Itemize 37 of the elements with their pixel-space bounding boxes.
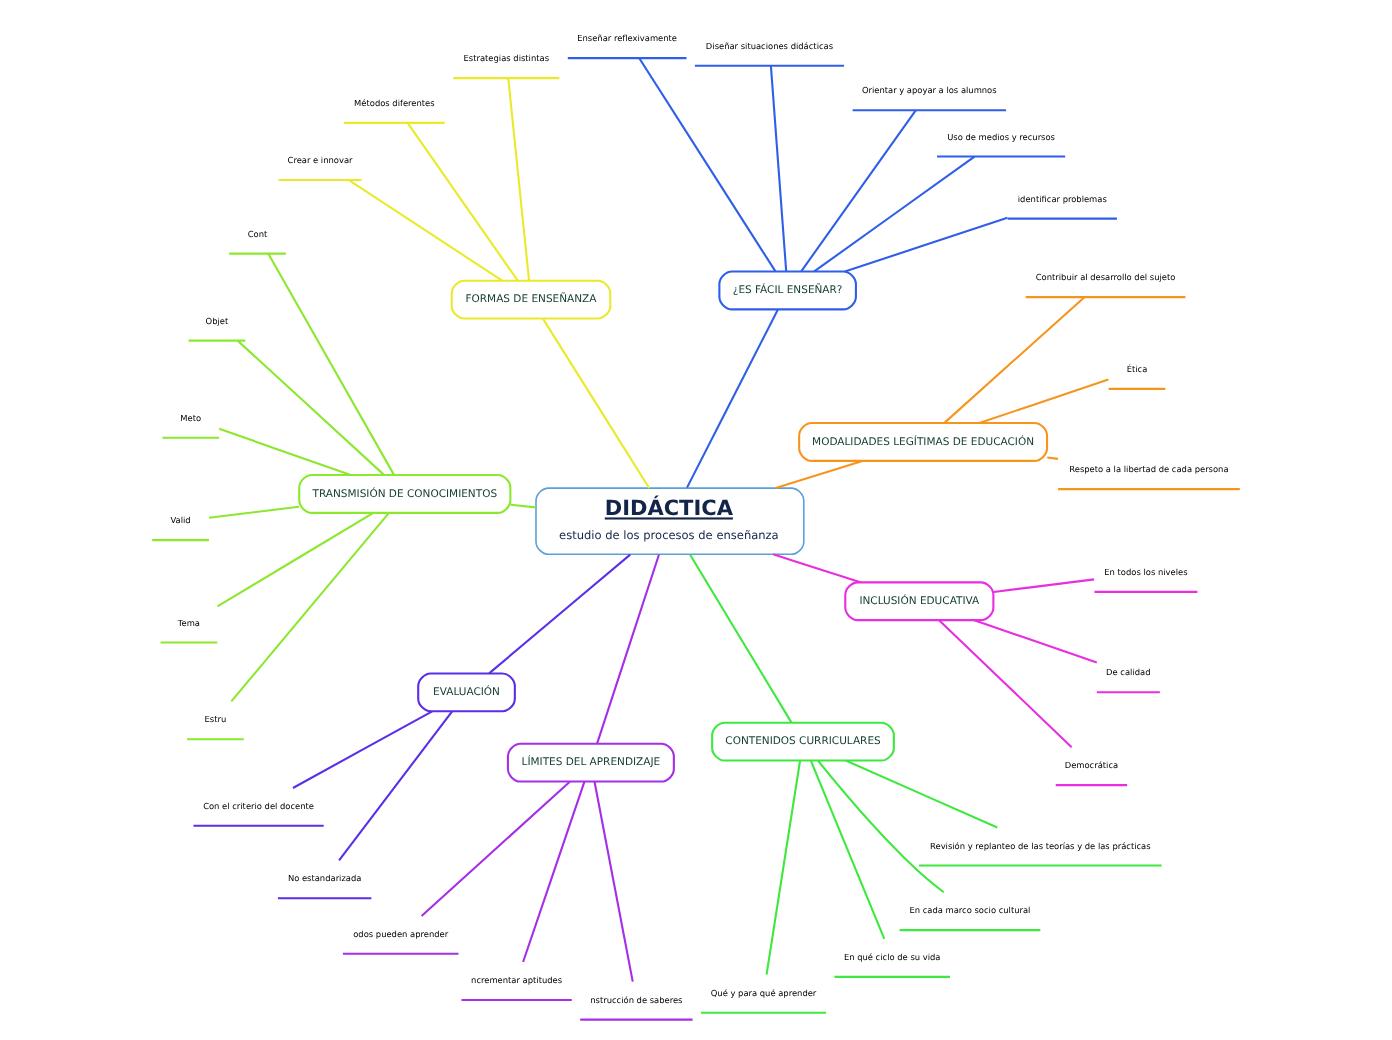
- connector: [775, 459, 863, 490]
- connector: [507, 78, 531, 281]
- connector: [769, 65, 788, 272]
- connector: [765, 760, 802, 975]
- connector: [686, 309, 779, 489]
- connector: [542, 318, 650, 489]
- connector: [1047, 456, 1059, 460]
- connector: [993, 578, 1095, 594]
- connector: [596, 554, 660, 745]
- connector: [593, 781, 634, 982]
- connector: [809, 760, 886, 940]
- connector: [420, 780, 571, 917]
- connector: [844, 216, 1008, 273]
- connector: [978, 378, 1109, 425]
- connector: [230, 512, 390, 703]
- connector: [817, 760, 945, 894]
- connector: [772, 553, 861, 584]
- connector: [522, 781, 586, 963]
- connector: [236, 339, 385, 476]
- connector: [510, 503, 536, 509]
- connector: [208, 505, 300, 519]
- connector: [488, 553, 631, 675]
- connector: [348, 179, 503, 282]
- connector: [800, 109, 917, 272]
- connector: [845, 759, 998, 829]
- connector: [689, 554, 793, 724]
- connector: [943, 296, 1086, 424]
- connector: [813, 155, 976, 273]
- connector: [267, 253, 395, 476]
- connector: [973, 619, 1098, 664]
- connector: [292, 710, 433, 789]
- connector: [938, 619, 1073, 748]
- connector: [406, 122, 519, 282]
- connector: [216, 512, 374, 608]
- connector: [638, 57, 777, 272]
- connector: [218, 427, 352, 476]
- connector: [338, 710, 453, 861]
